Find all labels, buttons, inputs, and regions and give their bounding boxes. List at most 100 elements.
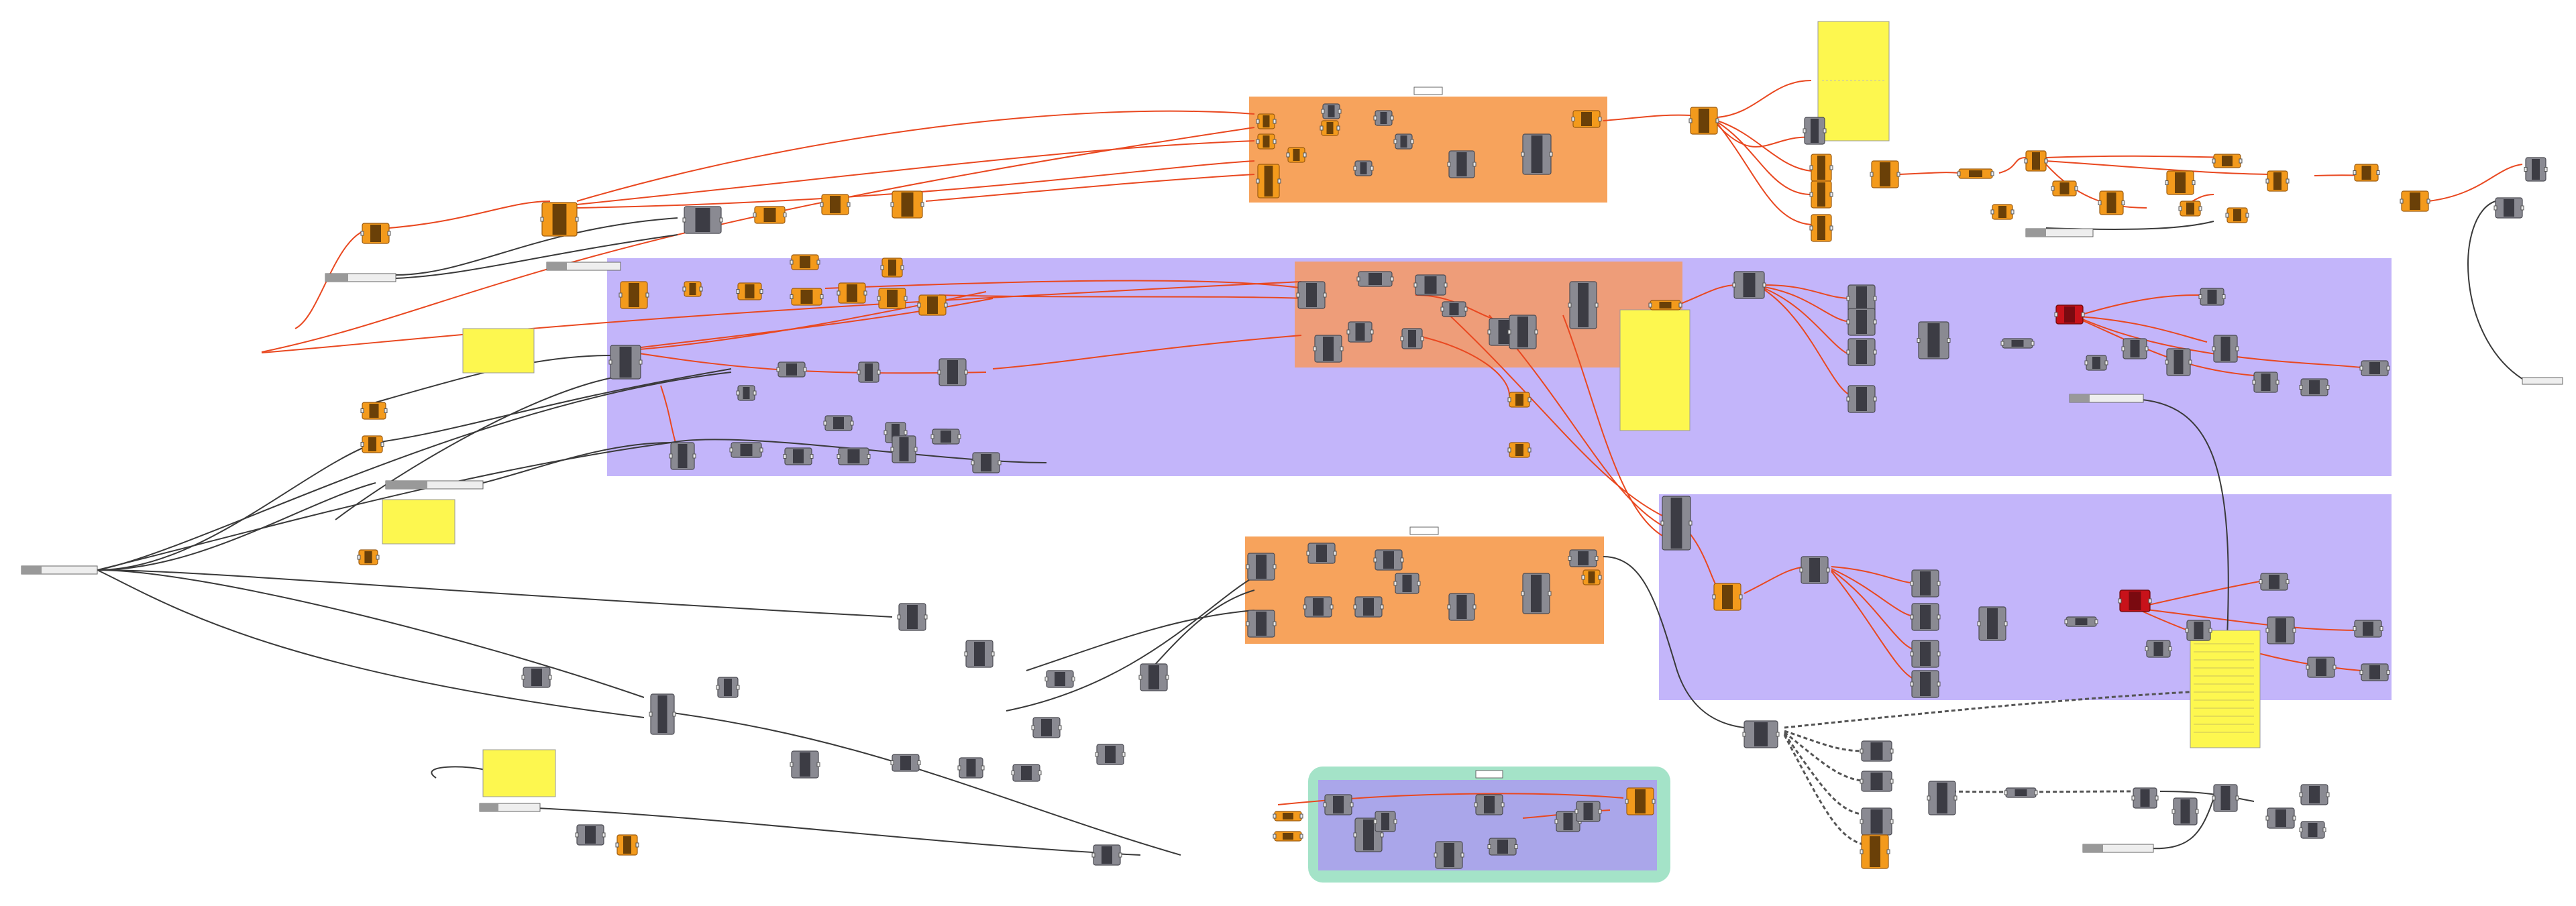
node-grip[interactable] bbox=[1447, 162, 1451, 167]
node-grip[interactable] bbox=[1739, 594, 1743, 600]
slider-right-upper[interactable] bbox=[2025, 228, 2094, 237]
component-node[interactable] bbox=[2524, 157, 2548, 182]
node-grip[interactable] bbox=[937, 370, 941, 375]
node-grip[interactable] bbox=[1648, 302, 1652, 308]
component-node[interactable] bbox=[890, 190, 924, 219]
slider-right-bottom[interactable] bbox=[2082, 844, 2154, 853]
node-grip[interactable] bbox=[1957, 171, 1961, 176]
node-grip[interactable] bbox=[1712, 594, 1716, 600]
node-grip[interactable] bbox=[790, 294, 794, 299]
component-node[interactable] bbox=[1011, 764, 1042, 782]
node-grip[interactable] bbox=[2359, 670, 2363, 675]
node-grip[interactable] bbox=[2031, 341, 2035, 346]
node-grip[interactable] bbox=[2376, 170, 2380, 175]
node-grip[interactable] bbox=[608, 359, 612, 365]
component-node[interactable] bbox=[2212, 784, 2239, 812]
node-grip[interactable] bbox=[2225, 213, 2229, 218]
component-node[interactable] bbox=[890, 754, 921, 772]
component-node[interactable] bbox=[2212, 154, 2243, 168]
node-grip[interactable] bbox=[1873, 296, 1877, 301]
node-grip[interactable] bbox=[816, 260, 820, 265]
node-grip[interactable] bbox=[2259, 579, 2263, 584]
node-grip[interactable] bbox=[810, 454, 814, 459]
node-grip[interactable] bbox=[669, 453, 673, 459]
node-grip[interactable] bbox=[2024, 158, 2028, 164]
component-node[interactable] bbox=[1044, 670, 1075, 688]
node-grip[interactable] bbox=[1873, 396, 1877, 402]
component-node[interactable] bbox=[2064, 616, 2098, 627]
component-node[interactable] bbox=[2225, 207, 2249, 223]
component-node[interactable] bbox=[1373, 549, 1404, 571]
node-grip[interactable] bbox=[729, 447, 733, 453]
node-grip[interactable] bbox=[1507, 329, 1511, 335]
node-grip[interactable] bbox=[837, 454, 841, 459]
component-node[interactable] bbox=[1809, 154, 1833, 182]
node-grip[interactable] bbox=[1927, 795, 1931, 801]
node-grip[interactable] bbox=[1886, 849, 1890, 854]
component-node[interactable] bbox=[1571, 110, 1602, 128]
node-grip[interactable] bbox=[2004, 621, 2008, 626]
node-grip[interactable] bbox=[1937, 681, 1941, 687]
node-grip[interactable] bbox=[1373, 819, 1377, 824]
component-node[interactable] bbox=[1346, 321, 1374, 343]
node-grip[interactable] bbox=[1091, 852, 1095, 858]
component-node[interactable] bbox=[1860, 771, 1894, 792]
component-node[interactable] bbox=[1434, 841, 1464, 869]
node-grip[interactable] bbox=[1353, 166, 1357, 171]
node-grip[interactable] bbox=[1870, 172, 1874, 177]
panel-top-right[interactable] bbox=[1817, 21, 1890, 141]
node-grip[interactable] bbox=[2010, 209, 2015, 215]
component-node[interactable] bbox=[2024, 150, 2048, 172]
component-node[interactable] bbox=[957, 757, 985, 779]
node-grip[interactable] bbox=[964, 651, 968, 657]
node-grip[interactable] bbox=[1420, 336, 1424, 341]
node-grip[interactable] bbox=[1598, 809, 1602, 814]
component-node[interactable] bbox=[1809, 214, 1833, 242]
node-grip[interactable] bbox=[1440, 306, 1444, 312]
component-node[interactable] bbox=[1870, 160, 1900, 188]
node-grip[interactable] bbox=[2265, 628, 2269, 633]
component-node[interactable] bbox=[2252, 372, 2279, 393]
node-grip[interactable] bbox=[1598, 575, 1602, 580]
panel-upper-left[interactable] bbox=[462, 328, 535, 374]
component-node[interactable] bbox=[2400, 190, 2430, 212]
node-grip[interactable] bbox=[1977, 621, 1981, 626]
component-node[interactable] bbox=[857, 361, 881, 383]
node-grip[interactable] bbox=[2000, 341, 2004, 346]
component-node[interactable] bbox=[2054, 304, 2085, 325]
component-node[interactable] bbox=[964, 640, 995, 668]
node-grip[interactable] bbox=[900, 265, 904, 270]
node-grip[interactable] bbox=[635, 842, 639, 848]
node-grip[interactable] bbox=[816, 762, 820, 767]
node-grip[interactable] bbox=[1011, 771, 1015, 775]
component-node[interactable] bbox=[1846, 338, 1877, 366]
node-grip[interactable] bbox=[1688, 118, 1693, 123]
component-node[interactable] bbox=[736, 282, 763, 300]
component-node[interactable] bbox=[682, 206, 723, 234]
node-grip[interactable] bbox=[1595, 302, 1599, 308]
node-grip[interactable] bbox=[1652, 799, 1656, 804]
node-grip[interactable] bbox=[1742, 732, 1746, 737]
node-grip[interactable] bbox=[1058, 725, 1062, 730]
node-grip[interactable] bbox=[981, 765, 985, 771]
component-node[interactable] bbox=[1447, 593, 1477, 621]
node-grip[interactable] bbox=[2275, 380, 2279, 385]
node-grip[interactable] bbox=[971, 460, 975, 465]
node-grip[interactable] bbox=[2299, 828, 2303, 832]
component-node[interactable] bbox=[1393, 573, 1421, 594]
node-grip[interactable] bbox=[1273, 564, 1277, 569]
node-grip[interactable] bbox=[1937, 581, 1941, 586]
node-grip[interactable] bbox=[699, 286, 703, 292]
node-grip[interactable] bbox=[1256, 119, 1260, 124]
node-grip[interactable] bbox=[1323, 292, 1327, 298]
node-grip[interactable] bbox=[521, 675, 525, 680]
node-grip[interactable] bbox=[1846, 296, 1850, 301]
component-node[interactable] bbox=[2178, 201, 2202, 217]
component-node[interactable] bbox=[1846, 308, 1877, 336]
node-grip[interactable] bbox=[1313, 346, 1317, 351]
node-grip[interactable] bbox=[2044, 158, 2048, 164]
node-grip[interactable] bbox=[917, 760, 921, 765]
node-grip[interactable] bbox=[1323, 802, 1327, 807]
node-grip[interactable] bbox=[2235, 795, 2239, 801]
node-grip[interactable] bbox=[2353, 170, 2357, 175]
